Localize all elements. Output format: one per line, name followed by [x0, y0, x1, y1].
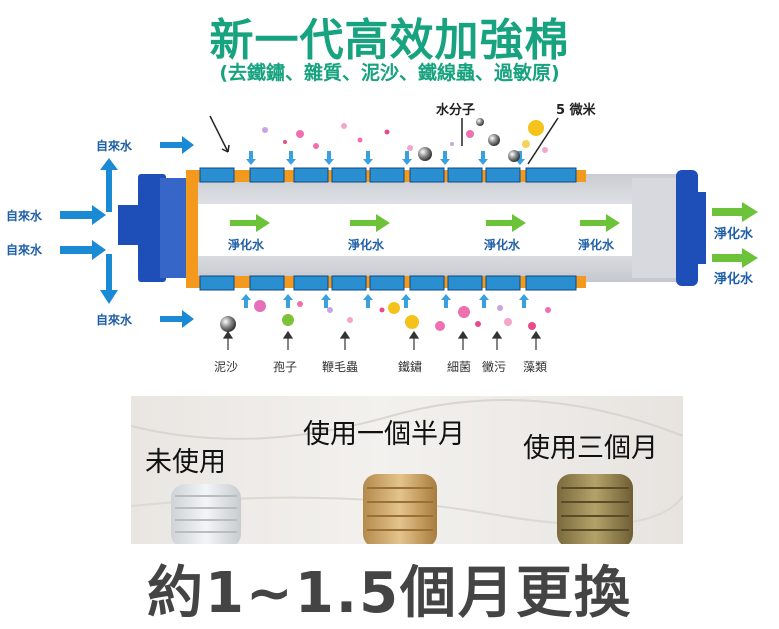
filter-blocks-top	[199, 167, 577, 183]
filter-blocks-bottom	[199, 275, 577, 291]
contaminant-algae: 藻類	[523, 360, 547, 374]
contaminant-flagellates: 鞭毛蟲	[322, 360, 358, 374]
particles-top	[262, 118, 548, 162]
contaminant-mold: 黴污	[482, 359, 506, 374]
inward-arrows	[241, 151, 529, 308]
cartridge-unused	[171, 484, 241, 544]
page-subtitle: (去鐵鏽、雜質、泥沙、鐵線蟲、過敏原)	[219, 62, 560, 84]
filter-cartridges-illustration	[131, 399, 683, 544]
inlet-label-top: 自來水	[96, 138, 133, 153]
usage-comparison-photo: 未使用 使用一個半月 使用三個月	[131, 396, 683, 544]
page-title: 新一代高效加強棉	[209, 15, 570, 66]
cartridge-six-weeks	[363, 474, 437, 544]
inner-label-3: 淨化水	[483, 237, 521, 252]
contaminant-spores: 孢子	[273, 360, 297, 374]
inner-label-4: 淨化水	[577, 237, 615, 252]
inner-label-2: 淨化水	[347, 237, 385, 252]
inner-label-1: 淨化水	[227, 237, 265, 252]
contaminant-sand: 泥沙	[214, 360, 238, 374]
replacement-interval: 約1~1.5個月更換	[146, 561, 633, 626]
inlet-cap	[118, 174, 190, 282]
callout-micron: 5 微米	[556, 102, 597, 118]
inlet-label-mid2: 自來水	[6, 242, 43, 257]
label-three-months: 使用三個月	[523, 433, 658, 464]
outlet-label-2: 淨化水	[714, 271, 754, 287]
contaminant-rust: 鐵鏽	[398, 359, 422, 374]
inner-flow-arrows	[230, 214, 620, 232]
outlet-cap	[632, 170, 706, 286]
label-unused: 未使用	[145, 447, 226, 478]
contaminant-bacteria: 細菌	[447, 360, 471, 374]
outlet-label-1: 淨化水	[714, 226, 754, 242]
inlet-label-bottom: 自來水	[96, 312, 133, 327]
inlet-label-mid1: 自來水	[6, 208, 43, 223]
inlet-arrows	[60, 136, 194, 328]
contaminant-pointers	[222, 330, 542, 350]
cartridge-three-months	[557, 474, 633, 544]
label-six-weeks: 使用一個半月	[303, 419, 465, 450]
filter-diagram: 水分子 5 微米 自來水 自來水 自來水 自來水 淨化水 淨化水 淨化水 淨化水…	[6, 102, 758, 374]
particles-bottom	[220, 300, 551, 332]
outlet-arrows	[712, 202, 758, 268]
callout-water-molecule: 水分子	[436, 102, 475, 118]
callout-pointers	[209, 115, 559, 165]
